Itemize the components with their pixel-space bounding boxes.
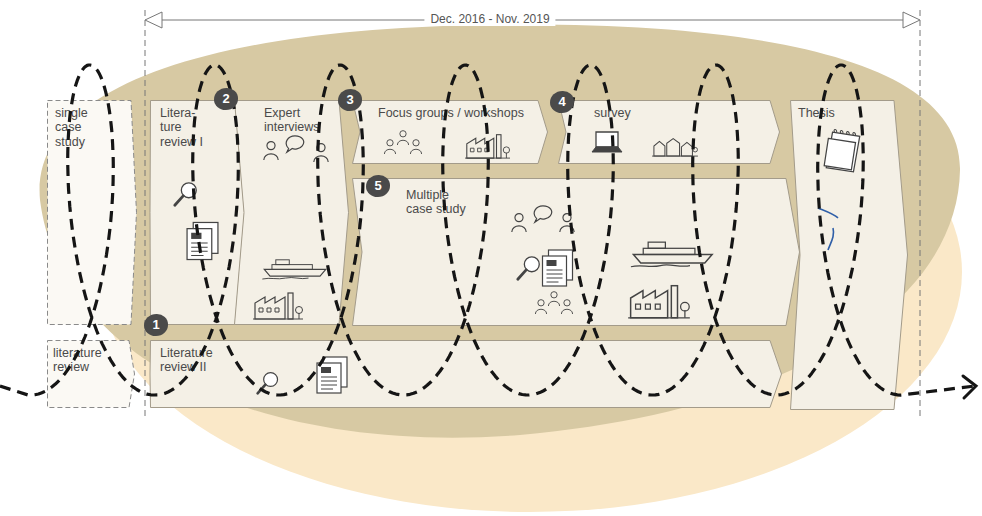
timeline-boundary: [145, 10, 146, 420]
documents-icon: [543, 250, 573, 286]
notebook-icon: [824, 129, 860, 171]
node-label: Expert interviews: [264, 106, 326, 135]
timeline: [145, 10, 920, 420]
person-icon: [512, 214, 526, 232]
factory-icon: [253, 293, 303, 319]
speech-icon: [286, 136, 303, 152]
process-box: Focus groups / workshops: [352, 100, 548, 164]
box-outline: [353, 179, 800, 326]
box-outline: [791, 101, 908, 410]
timeline-label: Dec. 2016 - Nov. 2019: [424, 12, 555, 26]
node-label: Focus groups / workshops: [378, 106, 543, 120]
factory-icon: [628, 286, 690, 318]
speech-icon: [534, 206, 551, 222]
callout-number: 1: [144, 314, 168, 336]
sketch-icons: [175, 129, 860, 393]
callout-number: 4: [550, 91, 574, 113]
person-icon: [561, 300, 572, 314]
person-icon: [548, 292, 559, 306]
callout-number: 5: [366, 175, 390, 197]
box-outline: [235, 101, 349, 325]
timeline-head: [903, 12, 920, 28]
spiral-arrowhead: [963, 376, 976, 398]
box-outline: [353, 101, 548, 164]
timeline-boundary: [920, 10, 921, 420]
box-outline: [558, 100, 780, 164]
documents-icon: [187, 222, 218, 259]
light-blob: [98, 32, 962, 512]
callout-number: 2: [214, 88, 238, 110]
person-icon: [314, 144, 328, 162]
node-label: Thesis: [798, 106, 878, 120]
node-label: Multiple case study: [406, 188, 476, 217]
node-label: single case study: [55, 106, 101, 149]
process-box: single case study: [47, 100, 137, 325]
box-outline-dashed: [48, 101, 137, 325]
houses-icon: [652, 139, 698, 156]
pen-stroke: [818, 208, 838, 250]
iteration-spiral: [0, 65, 975, 395]
magnifier-icon: [518, 257, 539, 279]
person-icon: [384, 140, 395, 154]
process-box: Multiple case study: [352, 178, 800, 326]
person-icon: [397, 131, 408, 145]
person-icon: [535, 300, 546, 314]
process-box: survey: [558, 100, 780, 164]
olive-blob: [40, 25, 960, 438]
laptop-icon: [592, 132, 622, 152]
person-icon: [264, 142, 278, 160]
node-label: Litera- ture review I: [160, 106, 212, 149]
timeline-head: [145, 12, 162, 28]
box-outline: [559, 101, 780, 164]
callout-number: 3: [338, 89, 362, 111]
box-outline: [150, 101, 245, 325]
person-icon: [410, 140, 421, 154]
ship-icon: [262, 260, 325, 279]
process-box: Litera- ture review I: [150, 100, 245, 325]
